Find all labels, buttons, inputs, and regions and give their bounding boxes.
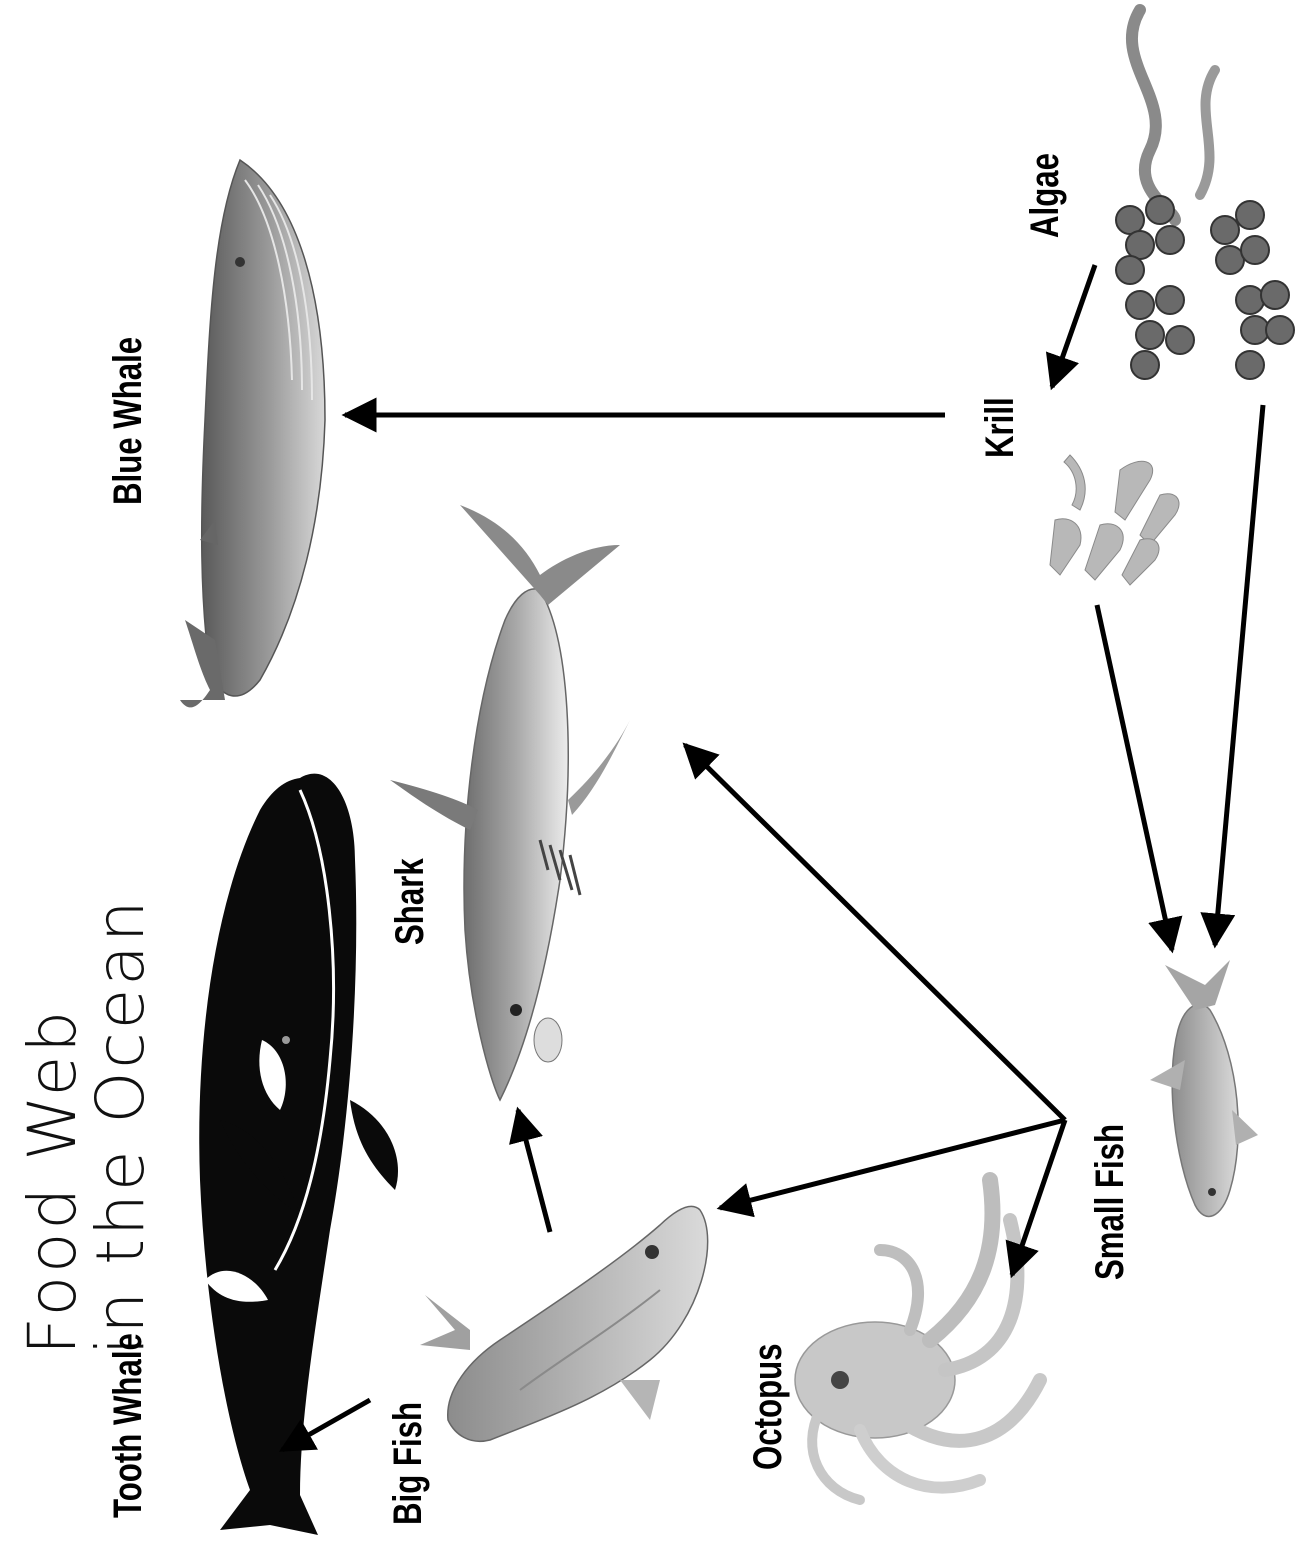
arrow-algae-to-small-fish	[1215, 405, 1263, 945]
big-fish-illustration	[420, 1206, 708, 1441]
label-algae: Algae	[1025, 153, 1065, 238]
tooth-whale-illustration	[199, 774, 398, 1535]
blue-whale-illustration	[180, 160, 325, 707]
label-shark: Shark	[390, 858, 430, 945]
title-line-1: Food Web	[20, 1008, 86, 1355]
octopus-illustration	[795, 1180, 1040, 1500]
shark-illustration	[390, 505, 630, 1100]
label-tooth-whale: Tooth Whale	[108, 1333, 148, 1518]
small-fish-illustration	[1150, 960, 1258, 1216]
krill-illustration	[1050, 455, 1179, 585]
label-octopus: Octopus	[748, 1343, 788, 1470]
label-krill: Krill	[980, 397, 1020, 458]
arrow-small-fish-to-shark	[685, 745, 1065, 1120]
label-blue-whale: Blue Whale	[108, 337, 148, 505]
arrow-algae-to-krill	[1052, 265, 1095, 387]
label-big-fish: Big Fish	[388, 1402, 428, 1525]
arrow-big-fish-to-shark	[518, 1110, 550, 1232]
label-small-fish: Small Fish	[1090, 1124, 1130, 1280]
arrow-small-fish-to-big-fish	[720, 1120, 1065, 1208]
title-line-2: in the Ocean	[88, 897, 154, 1355]
arrow-small-fish-to-octopus	[1012, 1120, 1065, 1275]
arrow-krill-to-small-fish	[1097, 605, 1172, 950]
algae-illustration	[1116, 10, 1294, 379]
